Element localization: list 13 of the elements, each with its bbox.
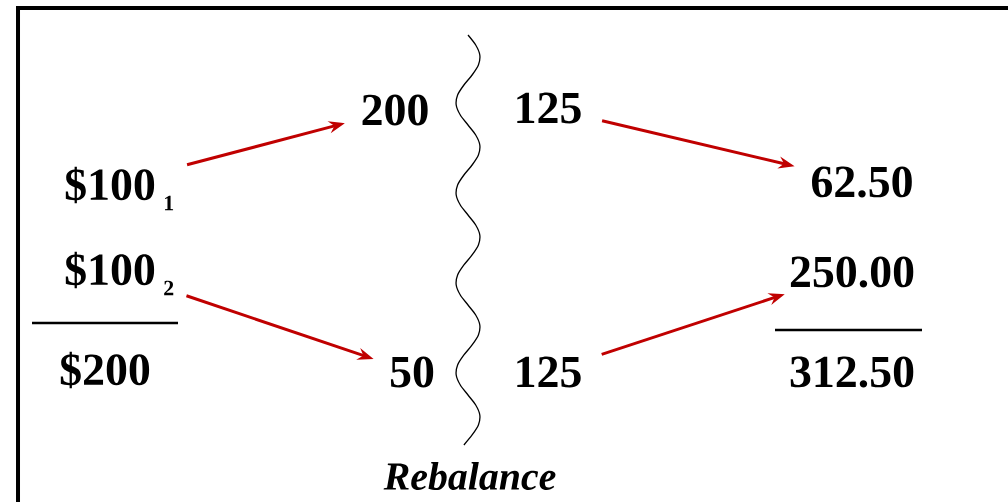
subscript-number: 1 [165,195,174,211]
number-value: 250.00 [790,256,914,288]
subscript-number: 2 [164,280,174,296]
number-value: $100 [65,251,155,289]
number-value: 62.50 [812,166,912,198]
number-value: $100 [65,166,155,204]
number-value: $200 [60,351,150,389]
number-value: 50 [390,356,434,388]
number-value: 125 [517,92,581,124]
number-value: 200 [362,94,428,126]
number-value: 312.50 [790,356,914,388]
caption-text: Rebalance [383,461,556,491]
number-value: 125 [517,356,581,388]
